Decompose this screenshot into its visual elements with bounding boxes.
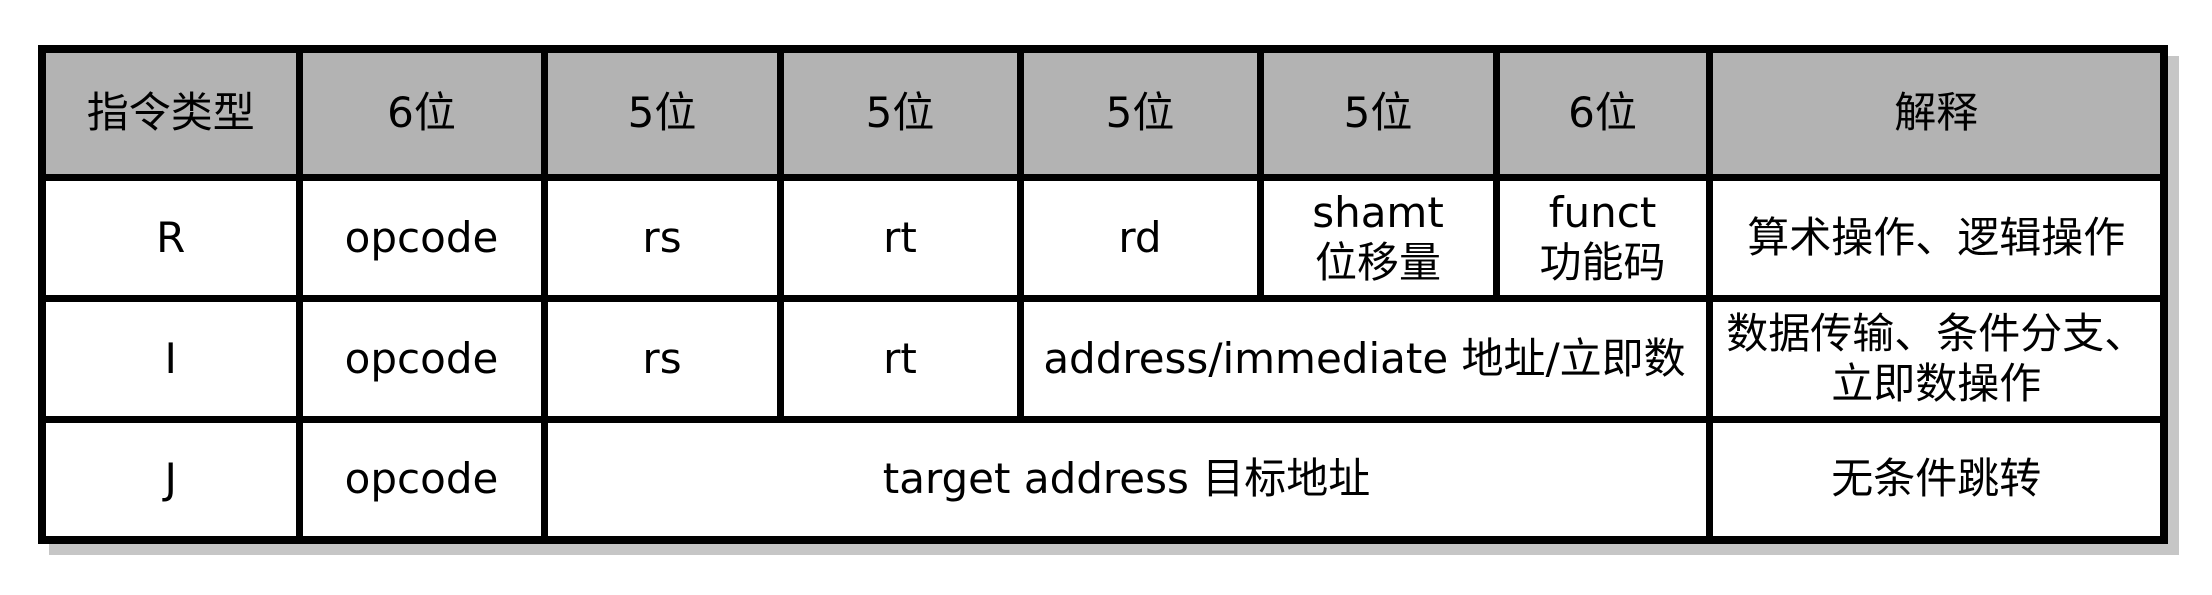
mips-instruction-format-table-wrap: 指令类型 6位 5位 5位 5位 5位 6位 解释 R opcode rs rt… xyxy=(38,45,2168,544)
header-cell-6bit: 6位 xyxy=(295,45,548,181)
cell-r-rs: rs xyxy=(540,173,784,302)
cell-r-rt: rt xyxy=(776,173,1024,302)
header-row: 指令类型 6位 5位 5位 5位 5位 6位 解释 xyxy=(38,45,2168,181)
row-j-type: J opcode target address 目标地址 无条件跳转 xyxy=(38,415,2168,544)
header-cell-5bit-b: 5位 xyxy=(776,45,1024,181)
cell-j-opcode: opcode xyxy=(295,415,548,544)
header-cell-5bit-c: 5位 xyxy=(1016,45,1264,181)
cell-r-funct: funct 功能码 xyxy=(1492,173,1713,302)
cell-i-rt: rt xyxy=(776,294,1024,423)
cell-r-opcode: opcode xyxy=(295,173,548,302)
cell-r-shamt: shamt 位移量 xyxy=(1256,173,1500,302)
header-cell-instruction-type: 指令类型 xyxy=(38,45,303,181)
header-cell-6bit-b: 6位 xyxy=(1492,45,1713,181)
cell-j-explanation: 无条件跳转 xyxy=(1705,415,2168,544)
cell-j-target-address: target address 目标地址 xyxy=(540,415,1713,544)
cell-r-explanation: 算术操作、逻辑操作 xyxy=(1705,173,2168,302)
row-i-type: I opcode rs rt address/immediate 地址/立即数 … xyxy=(38,294,2168,423)
row-r-type: R opcode rs rt rd shamt 位移量 funct 功能码 算术… xyxy=(38,173,2168,302)
cell-i-address-immediate: address/immediate 地址/立即数 xyxy=(1016,294,1713,423)
cell-i-type: I xyxy=(38,294,303,423)
cell-r-rd: rd xyxy=(1016,173,1264,302)
cell-i-rs: rs xyxy=(540,294,784,423)
cell-r-type: R xyxy=(38,173,303,302)
header-cell-5bit-d: 5位 xyxy=(1256,45,1500,181)
cell-i-opcode: opcode xyxy=(295,294,548,423)
cell-j-type: J xyxy=(38,415,303,544)
cell-i-explanation: 数据传输、条件分支、 立即数操作 xyxy=(1705,294,2168,423)
header-cell-explanation: 解释 xyxy=(1705,45,2168,181)
mips-instruction-format-table: 指令类型 6位 5位 5位 5位 5位 6位 解释 R opcode rs rt… xyxy=(38,45,2168,544)
header-cell-5bit-a: 5位 xyxy=(540,45,784,181)
